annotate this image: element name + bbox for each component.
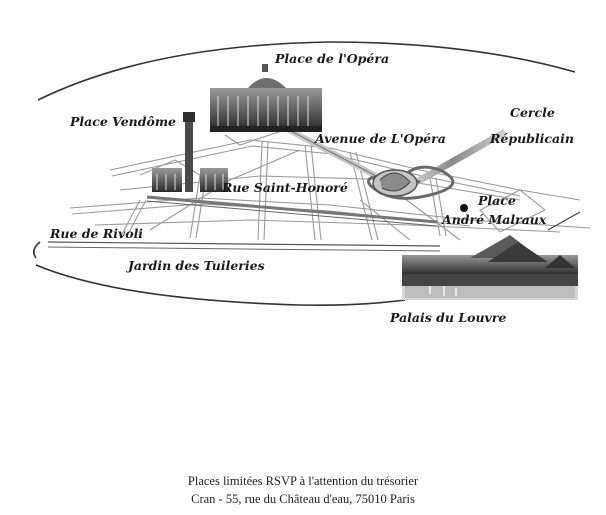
label-cercle-republicain-1: Cercle bbox=[510, 105, 555, 120]
footer-rsvp-line: Places limitées RSVP à l'attention du tr… bbox=[187, 474, 419, 488]
label-place-malraux-2: André Malraux bbox=[441, 212, 547, 227]
cercle-republicain-logo bbox=[367, 128, 507, 200]
label-palais-louvre: Palais du Louvre bbox=[389, 310, 506, 325]
vendome-column-image bbox=[152, 112, 228, 192]
label-avenue-opera: Avenue de L'Opéra bbox=[314, 131, 446, 146]
label-cercle-republicain-2: Républicain bbox=[489, 131, 574, 146]
footer-address-line: Cran - 55, rue du Château d'eau, 75010 P… bbox=[191, 492, 415, 506]
label-rue-saint-honore: Rue Saint-Honoré bbox=[221, 180, 348, 195]
paris-map: Place de l'Opéra Place Vendôme Avenue de… bbox=[32, 41, 591, 325]
oval-frame bbox=[32, 41, 576, 306]
label-rue-rivoli: Rue de Rivoli bbox=[49, 226, 143, 241]
opera-building-image bbox=[210, 64, 322, 132]
louvre-pyramid-image bbox=[402, 235, 578, 300]
label-jardin-tuileries: Jardin des Tuileries bbox=[126, 258, 265, 273]
label-place-opera: Place de l'Opéra bbox=[274, 51, 389, 66]
label-place-vendome: Place Vendôme bbox=[69, 114, 176, 129]
label-place-malraux-1: Place bbox=[477, 193, 516, 208]
place-malraux-marker bbox=[460, 204, 468, 212]
